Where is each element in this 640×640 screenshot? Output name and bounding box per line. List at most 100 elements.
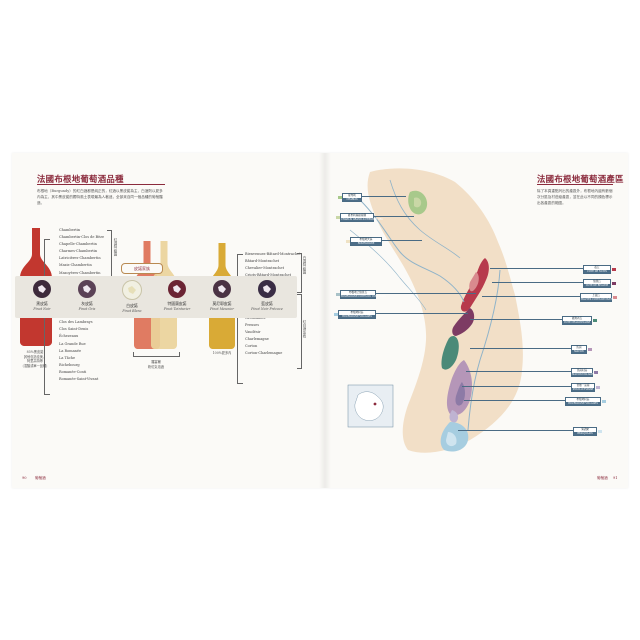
red-caption-line: 阿里高特等 <box>27 359 43 364</box>
region-swatch <box>336 215 340 219</box>
region-swatch <box>598 429 602 433</box>
red-grand-cru-item: Clos Saint-Denis <box>59 327 89 332</box>
white-caption-line: 100%夏多內 <box>212 351 232 355</box>
page-gutter <box>319 153 331 488</box>
red-grand-cru-item: Charmes-Chambertin <box>59 249 98 254</box>
red-grand-cru-item: Mazis-Chambertin <box>59 263 92 268</box>
region-swatch <box>612 267 616 271</box>
map-leader-line <box>470 348 571 349</box>
white-grand-cru-item: Criots-Bâtard-Montrachet <box>245 272 301 279</box>
red-grand-cru-item: La Romanée <box>59 348 82 353</box>
white-grand-cru-item: Bâtard-Montrachet <box>245 259 280 264</box>
region-name: 上夜丘 <box>592 294 600 297</box>
region-label: CHABLIS GRAND & PREMIER CRU <box>341 217 384 221</box>
map-leader-line <box>376 293 476 294</box>
white-list-bracket <box>237 254 243 384</box>
red-bottle-caption: 85%黑皮諾其他包括佳美、阿里高特等（混釀或單一品種） <box>15 350 55 368</box>
white-grand-cru-item: Bienvenues-Bâtard-Montrachet <box>245 252 301 256</box>
red-grand-cru-item: La Tâche <box>59 355 76 360</box>
map-leader-line <box>374 216 414 217</box>
white-grand-cru-item: Preuses <box>245 322 260 327</box>
map-leader-line <box>382 240 422 241</box>
region-name: 布根地大區 <box>359 238 373 241</box>
book-spread <box>12 153 628 488</box>
region-name: 馬貢村莊 <box>576 369 588 372</box>
map-leader-line <box>376 313 468 314</box>
burgundy-region-map <box>347 168 523 453</box>
left-intro-text: 布根地（Burgundy）的紅白酒都是純正的，紅酒以黑皮諾為主，白酒則以夏多內為… <box>37 189 163 205</box>
right-page-title: 法國布根地葡萄酒產區 <box>537 174 624 184</box>
white-grand-cru-item: Corton-Charlemagne <box>245 351 283 356</box>
white-bottle-caption: 100%夏多內 <box>200 351 244 356</box>
region-swatch <box>346 239 350 243</box>
map-leader-line <box>470 319 562 320</box>
grape-leaf-icon <box>78 280 96 298</box>
grape-name-en: Pinot Gris <box>78 307 96 311</box>
right-intro-text: 除了本頁重點列出的產區外，布根地內還有數個次分區及村莊級產區，並在此以不同的顏色… <box>537 189 613 205</box>
left-title-rule <box>37 184 165 185</box>
left-page-title: 法國布根地葡萄酒品種 <box>37 174 124 184</box>
grape-leaf-icon <box>213 280 231 298</box>
map-leader-line <box>462 386 571 387</box>
middle-bottles-caption: 羅塞爾粉紅氣泡酒 <box>135 360 177 369</box>
both-wines-label: 紅白酒皆有 <box>302 320 306 338</box>
grape-name-en: Pinot Noir Précoce <box>251 307 283 311</box>
region-name: 布根地上伯恩丘 <box>348 291 368 294</box>
region-label: BOURGOGNE <box>351 241 381 245</box>
red-grand-cru-item: Chapelle-Chambertin <box>59 242 97 247</box>
region-swatch <box>593 318 597 322</box>
pinot-family-panel <box>15 276 297 318</box>
grape-name-zh: 黑皮諾 <box>36 301 48 306</box>
region-name: 布根地村莊 <box>350 311 364 314</box>
region-swatch <box>602 399 606 403</box>
middle-caption-line: 羅塞爾 <box>151 360 161 364</box>
both-wines-bracket <box>297 294 302 369</box>
red-grand-cru-item: Romanée-Saint-Vivant <box>59 376 99 381</box>
map-leader-line <box>464 400 565 401</box>
map-leader-line <box>482 296 580 297</box>
red-grand-cru-label: 紅酒特級園 <box>113 238 117 256</box>
middle-caption-line: 粉紅氣泡酒 <box>148 364 164 369</box>
red-grand-cru-item: Mazoyères-Chambertin <box>59 270 101 275</box>
map-leader-line <box>490 268 583 269</box>
map-leader-line <box>492 282 583 283</box>
right-folio: 91 <box>613 476 618 480</box>
grape-leaf-icon <box>33 280 51 298</box>
grape-name-zh: 莫尼耶皮諾 <box>212 301 232 306</box>
region-label: BOURGOGNE VILLAGES <box>566 401 600 405</box>
region-swatch <box>588 347 592 351</box>
left-running-head: 葡萄酒 <box>35 476 46 480</box>
map-leader-line <box>362 196 406 197</box>
region-name: 馬貢 <box>576 346 582 349</box>
white-grand-cru-bracket <box>297 253 302 293</box>
region-swatch <box>336 292 340 296</box>
grape-name-en: Pinot Noir <box>33 307 51 311</box>
red-caption-line: （混釀或單一品種） <box>20 363 50 368</box>
white-grand-cru-label: 白酒特級園 <box>302 256 306 274</box>
red-grand-cru-item: Chambertin-Clos de Bèze <box>59 235 105 240</box>
map-leader-line <box>466 371 571 372</box>
region-swatch <box>334 312 338 316</box>
region-name: 夏隆內丘 <box>571 317 583 320</box>
red-grand-cru-item: Richebourg <box>59 362 80 367</box>
region-swatch <box>338 195 342 199</box>
region-label: POUILLY-FUISSÉ <box>572 387 594 391</box>
grape-leaf-icon <box>168 280 186 298</box>
region-label: MÂCON-VILLAGES <box>572 372 595 376</box>
grape-name-en: Pinot Teinturier <box>163 307 191 311</box>
white-grand-cru-item: Corton <box>245 344 258 349</box>
right-title-rule <box>537 184 613 185</box>
